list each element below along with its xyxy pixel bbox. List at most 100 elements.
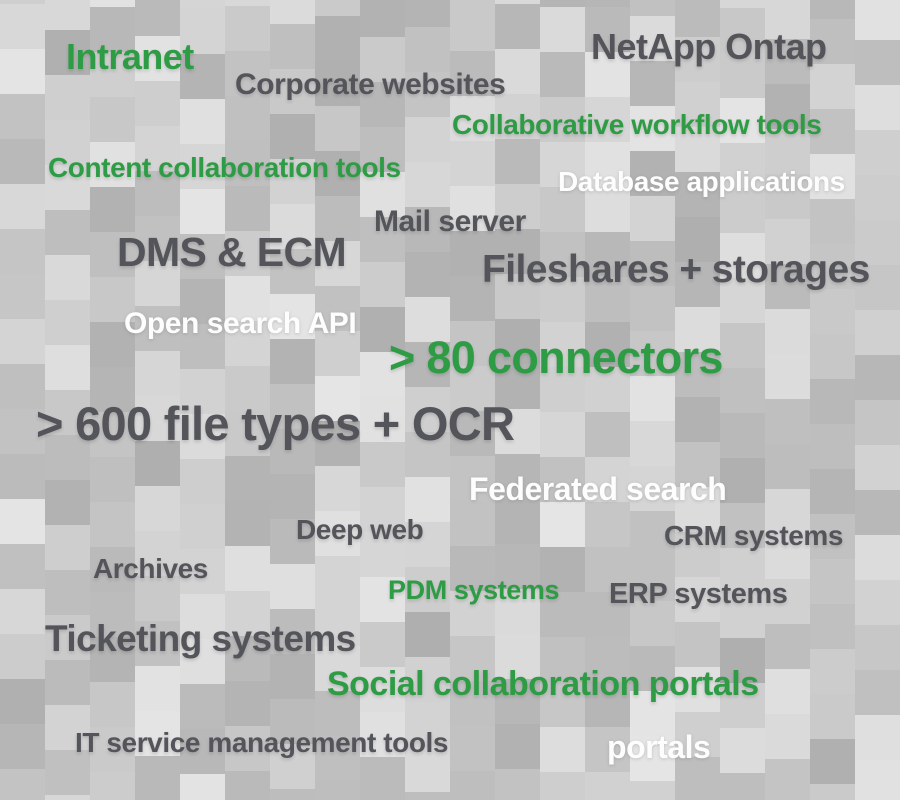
mosaic-tile: [675, 757, 721, 800]
mosaic-tile: [585, 142, 631, 188]
mosaic-tile: [225, 411, 271, 457]
mosaic-tile: [45, 435, 91, 481]
mosaic-tile: [720, 458, 766, 504]
mosaic-tile: [405, 72, 451, 118]
mosaic-tile: [810, 469, 856, 515]
mosaic-tile: [630, 61, 676, 107]
mosaic-tile: [585, 772, 631, 800]
mosaic-tile: [45, 750, 91, 796]
mosaic-tile: [90, 547, 136, 593]
mosaic-tile: [765, 399, 811, 445]
mosaic-tile: [630, 16, 676, 62]
mosaic-tile: [540, 547, 586, 593]
mosaic-tile: [765, 534, 811, 580]
mosaic-tile: [630, 601, 676, 647]
mosaic-tile: [360, 442, 406, 488]
mosaic-tile: [810, 109, 856, 155]
mosaic-tile: [765, 624, 811, 670]
mosaic-tile: [765, 0, 811, 40]
mosaic-tile: [270, 294, 316, 340]
mosaic-tile: [45, 210, 91, 256]
mosaic-tile: [495, 679, 541, 725]
mosaic-tile: [315, 16, 361, 62]
mosaic-tile: [270, 339, 316, 385]
mosaic-tile: [360, 487, 406, 533]
mosaic-tile: [90, 322, 136, 368]
mosaic-tile: [630, 151, 676, 197]
mosaic-tile: [90, 772, 136, 800]
mosaic-tile: [135, 531, 181, 577]
mosaic-tile: [180, 639, 226, 685]
mosaic-tile: [180, 369, 226, 415]
word-deep-web: Deep web: [296, 514, 424, 545]
mosaic-tile: [585, 637, 631, 683]
mosaic-tile: [720, 638, 766, 684]
mosaic-tile: [810, 514, 856, 560]
mosaic-tile: [180, 459, 226, 505]
mosaic-tile: [135, 126, 181, 172]
mosaic-tile: [720, 53, 766, 99]
mosaic-tile: [450, 771, 496, 800]
mosaic-tile: [585, 412, 631, 458]
mosaic-tile: [180, 684, 226, 730]
mosaic-tile: [270, 699, 316, 745]
mosaic-tile: [135, 81, 181, 127]
mosaic-tile: [585, 502, 631, 548]
mosaic-tile: [225, 366, 271, 412]
mosaic-tile: [630, 286, 676, 332]
mosaic-tile: [720, 188, 766, 234]
mosaic-tile: [360, 127, 406, 173]
word-netapp-ontap: NetApp Ontap: [591, 26, 827, 67]
mosaic-tile: [540, 7, 586, 53]
word-social-collaboration-portals: Social collaboration portals: [327, 665, 759, 703]
mosaic-tile: [450, 636, 496, 682]
mosaic-tile: [495, 589, 541, 635]
mosaic-tile: [540, 0, 586, 8]
mosaic-tile: [45, 165, 91, 211]
mosaic-tile: [45, 795, 91, 800]
mosaic-tile: [135, 441, 181, 487]
mosaic-tile: [630, 781, 676, 800]
mosaic-tile: [675, 712, 721, 758]
mosaic-tile: [180, 99, 226, 145]
mosaic-tile: [450, 6, 496, 52]
mosaic-tile: [405, 792, 451, 800]
mosaic-tile: [405, 162, 451, 208]
mosaic-tile: [180, 324, 226, 370]
mosaic-tile: [45, 615, 91, 661]
mosaic-tile: [270, 384, 316, 430]
mosaic-tile: [270, 69, 316, 115]
mosaic-tile: [810, 649, 856, 695]
mosaic-tile: [450, 546, 496, 592]
mosaic-tile: [450, 456, 496, 502]
mosaic-tile: [540, 232, 586, 278]
mosaic-tile: [270, 0, 316, 25]
mosaic-tile: [585, 52, 631, 98]
mosaic-tile: [90, 592, 136, 638]
word-pdm-systems: PDM systems: [388, 575, 560, 605]
word-content-collaboration-tools: Content collaboration tools: [48, 152, 401, 183]
mosaic-tile: [675, 352, 721, 398]
mosaic-tile: [540, 772, 586, 800]
mosaic-tile: [90, 727, 136, 773]
mosaic-tile: [540, 322, 586, 368]
mosaic-tile: [360, 172, 406, 218]
mosaic-tile: [495, 634, 541, 680]
mosaic-tile: [405, 747, 451, 793]
mosaic-tile: [540, 502, 586, 548]
mosaic-tile: [270, 204, 316, 250]
mosaic-tile: [90, 142, 136, 188]
mosaic-tile: [45, 480, 91, 526]
mosaic-tile: [720, 548, 766, 594]
mosaic-tile: [270, 429, 316, 475]
mosaic-tile: [180, 549, 226, 595]
mosaic-tile: [135, 306, 181, 352]
mosaic-tile: [810, 424, 856, 470]
mosaic-tile: [405, 522, 451, 568]
mosaic-tile: [225, 546, 271, 592]
mosaic-tile: [315, 421, 361, 467]
mosaic-tile: [225, 0, 271, 7]
mosaic-tile: [315, 556, 361, 602]
mosaic-tile: [315, 151, 361, 197]
